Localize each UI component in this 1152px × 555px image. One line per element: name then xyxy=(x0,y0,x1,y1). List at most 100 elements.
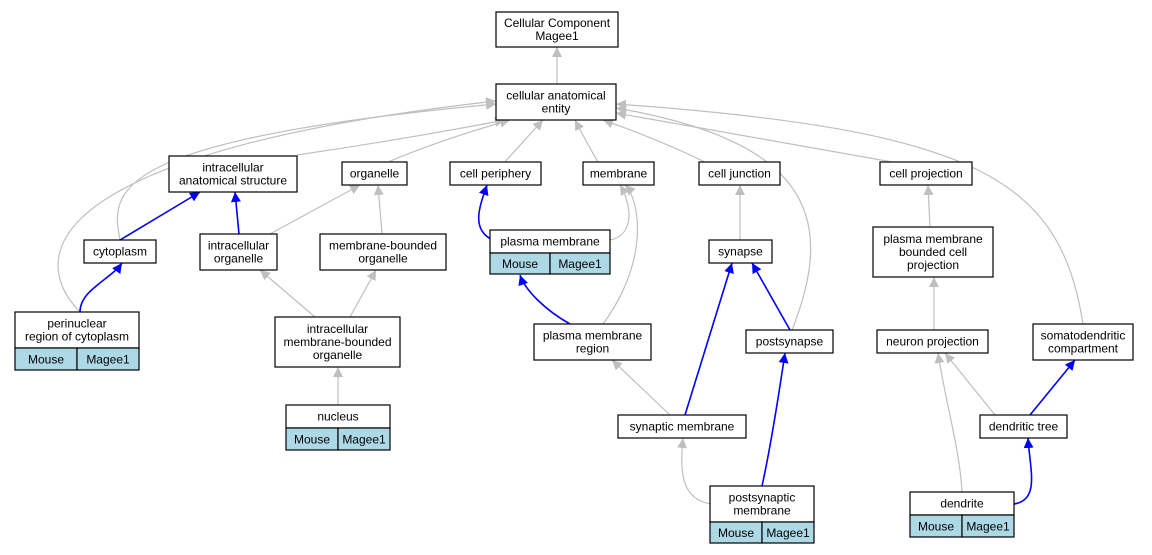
node-label: cell junction xyxy=(708,167,771,181)
node-membrane[interactable]: membrane xyxy=(582,161,655,186)
node-neuproj[interactable]: neuron projection xyxy=(876,329,989,354)
node-box xyxy=(879,161,973,186)
edge-imbo-to-intorg xyxy=(259,269,316,318)
node-box xyxy=(876,329,989,354)
edge-dendrite-to-neuproj xyxy=(934,352,963,493)
node-label: intracellular xyxy=(307,322,368,336)
node-label: synaptic membrane xyxy=(630,420,735,434)
node-label: cell projection xyxy=(889,167,962,181)
node-box xyxy=(709,485,815,523)
species-label: Mouse xyxy=(718,526,754,540)
node-label: cell periphery xyxy=(460,167,531,181)
node-label: plasma membrane xyxy=(500,235,600,249)
node-celljunc[interactable]: cell junction xyxy=(698,161,781,186)
species-label: Mouse xyxy=(918,520,954,534)
edge-perinuc-to-cytoplasm xyxy=(79,262,123,313)
edge-pm-to-cellper xyxy=(477,184,494,241)
node-box xyxy=(199,233,278,271)
node-organelle[interactable]: organelle xyxy=(341,161,408,186)
gene-label: Magee1 xyxy=(86,353,130,367)
node-label: cytoplasm xyxy=(93,245,147,259)
node-box xyxy=(14,311,140,349)
node-label: membrane xyxy=(733,504,791,518)
node-cellproj[interactable]: cell projection xyxy=(879,161,973,186)
node-dendtree[interactable]: dendritic tree xyxy=(979,414,1068,439)
node-label: intracellular xyxy=(208,239,269,253)
edge-synmem-to-synapse xyxy=(684,262,734,416)
node-box xyxy=(495,11,619,48)
node-box xyxy=(617,414,747,439)
node-box xyxy=(1032,323,1134,361)
edge-dendrite-to-dendtree xyxy=(1013,437,1034,505)
node-box xyxy=(274,316,401,368)
node-label: organelle xyxy=(313,348,363,362)
node-box xyxy=(341,161,408,186)
edge-imbo-to-mbo xyxy=(349,269,377,318)
node-label: Cellular Component xyxy=(504,16,611,30)
edge-mbo-to-organelle xyxy=(373,184,384,235)
edge-pmr-to-pm xyxy=(518,274,571,325)
node-synapse[interactable]: synapse xyxy=(708,239,773,264)
node-box xyxy=(708,239,773,264)
node-label: neuron projection xyxy=(886,335,979,349)
edge-membrane-to-cae xyxy=(574,119,599,163)
gene-cell xyxy=(76,347,140,371)
edge-intorg-to-ias xyxy=(230,191,241,235)
node-label: membrane xyxy=(590,167,648,181)
node-label: synapse xyxy=(718,245,763,259)
node-cellper[interactable]: cell periphery xyxy=(449,161,542,186)
node-synmem[interactable]: synaptic membrane xyxy=(617,414,747,439)
node-label: Magee1 xyxy=(535,29,579,43)
node-box xyxy=(495,83,617,121)
node-box xyxy=(83,239,157,264)
node-label: plasma membrane xyxy=(883,232,983,246)
node-label: somatodendritic xyxy=(1041,329,1126,343)
node-box xyxy=(533,323,652,361)
node-box xyxy=(449,161,542,186)
node-label: organelle xyxy=(350,167,400,181)
node-box xyxy=(168,155,298,193)
edge-somato-to-cae xyxy=(615,99,1084,325)
gene-label: Magee1 xyxy=(766,526,810,540)
edge-pm-to-membrane xyxy=(609,184,630,241)
species-label: Mouse xyxy=(502,257,538,271)
node-box xyxy=(698,161,781,186)
node-postsyn[interactable]: postsynapse xyxy=(745,329,834,354)
node-box xyxy=(319,233,447,271)
node-label: dendrite xyxy=(940,497,984,511)
node-box xyxy=(979,414,1068,439)
edge-psm-to-synmem xyxy=(677,437,713,505)
edge-synmem-to-pmr xyxy=(611,359,671,416)
node-label: organelle xyxy=(358,252,408,266)
node-label: projection xyxy=(907,258,959,272)
gene-label: Magee1 xyxy=(342,433,386,447)
edge-layer xyxy=(57,47,1084,505)
node-box xyxy=(582,161,655,186)
node-label: perinuclear xyxy=(47,317,106,331)
gene-label: Magee1 xyxy=(966,520,1010,534)
edge-dendtree-to-somato xyxy=(1029,359,1076,416)
node-cytoplasm[interactable]: cytoplasm xyxy=(83,239,157,264)
species-label: Mouse xyxy=(294,433,330,447)
gene-cell xyxy=(761,521,815,544)
edge-cellproj-to-cae xyxy=(615,109,893,163)
node-label: intracellular xyxy=(202,161,263,175)
node-box xyxy=(745,329,834,354)
node-label: cellular anatomical xyxy=(506,89,605,103)
